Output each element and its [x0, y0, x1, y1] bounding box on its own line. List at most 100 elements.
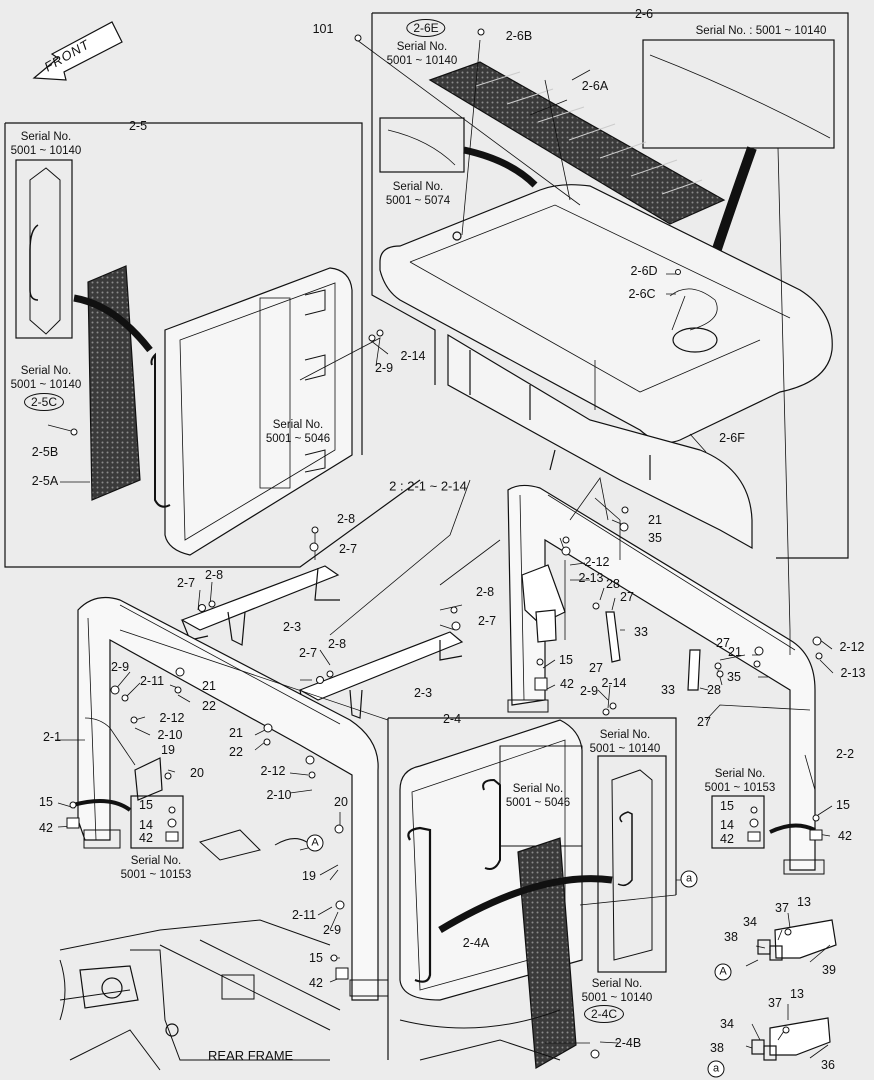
- callout-2-14-b: 2-14: [601, 675, 627, 690]
- serial-note-5074: Serial No.5001 ~ 5074: [385, 181, 451, 208]
- callout-2-12-a: 2-12: [159, 710, 185, 725]
- callout-15-f: 15: [836, 797, 850, 812]
- callout-38-a: 38: [724, 929, 738, 944]
- callout-2-7-c: 2-7: [477, 613, 497, 628]
- reference-marker-A-1: A: [306, 834, 324, 852]
- callout-37-b: 37: [768, 995, 782, 1010]
- callout-2-7-d: 2-7: [298, 645, 318, 660]
- callout-101: 101: [312, 21, 334, 36]
- callout-14-a: 14: [139, 817, 153, 832]
- group-2-4-border: [387, 717, 677, 1060]
- callout-20-b: 20: [334, 794, 348, 809]
- callout-19-b: 19: [302, 868, 316, 883]
- callout-27-a: 27: [620, 589, 634, 604]
- side-panel-2-6F: [447, 333, 753, 550]
- gas-stay-33-lower: [687, 649, 701, 691]
- serial-note-left-10153: Serial No.5001 ~ 10153: [120, 855, 192, 882]
- gas-stay-33-upper: [605, 611, 621, 663]
- callout-27-d: 27: [697, 714, 711, 729]
- callout-2-5C: 2-5C: [23, 393, 65, 411]
- callout-2-4B: 2-4B: [614, 1035, 642, 1050]
- callout-2-10-b: 2-10: [266, 787, 292, 802]
- callout-2-3-a: 2-3: [282, 619, 302, 634]
- crossmember-2-3-upper: [180, 565, 340, 631]
- callout-21-d: 21: [728, 644, 742, 659]
- callout-2-11-a: 2-11: [139, 673, 165, 688]
- callout-42-b: 42: [139, 830, 153, 845]
- callout-15-d: 15: [559, 652, 573, 667]
- callout-2-4: 2-4: [442, 711, 462, 726]
- callout-2-13-b: 2-13: [840, 665, 866, 680]
- callout-2-8-b: 2-8: [204, 567, 224, 582]
- callout-20-a: 20: [190, 765, 204, 780]
- reference-marker-a-1: a: [680, 870, 698, 888]
- callout-42-e: 42: [720, 831, 734, 846]
- inset-right-10140: [597, 755, 667, 973]
- callout-19-a: 19: [161, 742, 175, 757]
- serial-note-right-door-10140: Serial No.5001 ~ 10140: [589, 729, 661, 756]
- callout-28-a: 28: [606, 576, 620, 591]
- callout-2-9-c: 2-9: [322, 922, 342, 937]
- crossmember-2-3-lower: [298, 631, 464, 701]
- serial-note-right-door-5046: Serial No.5001 ~ 5046: [505, 783, 571, 810]
- callout-2-12-c: 2-12: [584, 554, 610, 569]
- rear-frame-structure: [59, 919, 341, 1071]
- callout-34-b: 34: [720, 1016, 734, 1031]
- frame-2-2: [507, 484, 816, 871]
- callout-2-8-a: 2-8: [336, 511, 356, 526]
- reference-marker-A-2: A: [714, 963, 732, 981]
- callout-2-14-a: 2-14: [400, 348, 426, 363]
- callout-15-c: 15: [309, 950, 323, 965]
- callout-2-4A: 2-4A: [462, 935, 490, 950]
- callout-13-b: 13: [790, 986, 804, 1001]
- callout-2-6: 2-6: [634, 6, 654, 21]
- callout-2-6A: 2-6A: [581, 78, 609, 93]
- callout-27-b: 27: [589, 660, 603, 675]
- serial-note-right-10153: Serial No.5001 ~ 10153: [704, 768, 776, 795]
- serial-note-2-5C: Serial No.5001 ~ 10140: [10, 365, 82, 392]
- serial-note-2-4C: Serial No.5001 ~ 10140: [581, 978, 653, 1005]
- callout-2-6D: 2-6D: [630, 263, 658, 278]
- callout-33-a: 33: [634, 624, 648, 639]
- callout-22-b: 22: [229, 744, 243, 759]
- callout-34-a: 34: [743, 914, 757, 929]
- serial-box-right: [711, 795, 765, 849]
- callout-21-b: 21: [229, 725, 243, 740]
- callout-42-f: 42: [838, 828, 852, 843]
- left-door-2-5: [164, 267, 353, 556]
- group-formula: 2 : 2-1 ~ 2-14: [389, 478, 467, 494]
- reference-marker-a-2: a: [707, 1060, 725, 1078]
- callout-2-9-a: 2-9: [374, 360, 394, 375]
- callout-2-3-b: 2-3: [413, 685, 433, 700]
- inset-5074: [379, 117, 465, 173]
- bracket-36: [769, 1017, 831, 1056]
- callout-21-c: 21: [648, 512, 662, 527]
- inset-top-right: [642, 39, 835, 149]
- rear-frame-label: REAR FRAME: [208, 1048, 294, 1063]
- callout-2-2: 2-2: [835, 746, 855, 761]
- cover-mesh-2-6A: [428, 61, 726, 225]
- callout-2-1: 2-1: [42, 729, 62, 744]
- inset-left-10140: [15, 159, 73, 339]
- callout-15-b: 15: [139, 797, 153, 812]
- callout-42-d: 42: [560, 676, 574, 691]
- callout-27-c: 27: [716, 635, 730, 650]
- callout-33-b: 33: [661, 682, 675, 697]
- callout-42-c: 42: [309, 975, 323, 990]
- callout-2-12-d: 2-12: [839, 639, 865, 654]
- mesh-panel-2-4A: [517, 837, 577, 1069]
- callout-2-7-b: 2-7: [176, 575, 196, 590]
- callout-28-b: 28: [707, 682, 721, 697]
- serial-note-top-right: Serial No. : 5001 ~ 10140: [695, 25, 827, 37]
- callout-2-10-a: 2-10: [157, 727, 183, 742]
- callout-37-a: 37: [775, 900, 789, 915]
- serial-note-2-6E: Serial No.5001 ~ 10140: [386, 41, 458, 68]
- callout-15-e: 15: [720, 798, 734, 813]
- front-arrow-icon: [32, 21, 123, 81]
- callout-35-b: 35: [727, 669, 741, 684]
- frame-2-1: [77, 597, 379, 1001]
- callout-2-12-b: 2-12: [260, 763, 286, 778]
- callout-42-a: 42: [39, 820, 53, 835]
